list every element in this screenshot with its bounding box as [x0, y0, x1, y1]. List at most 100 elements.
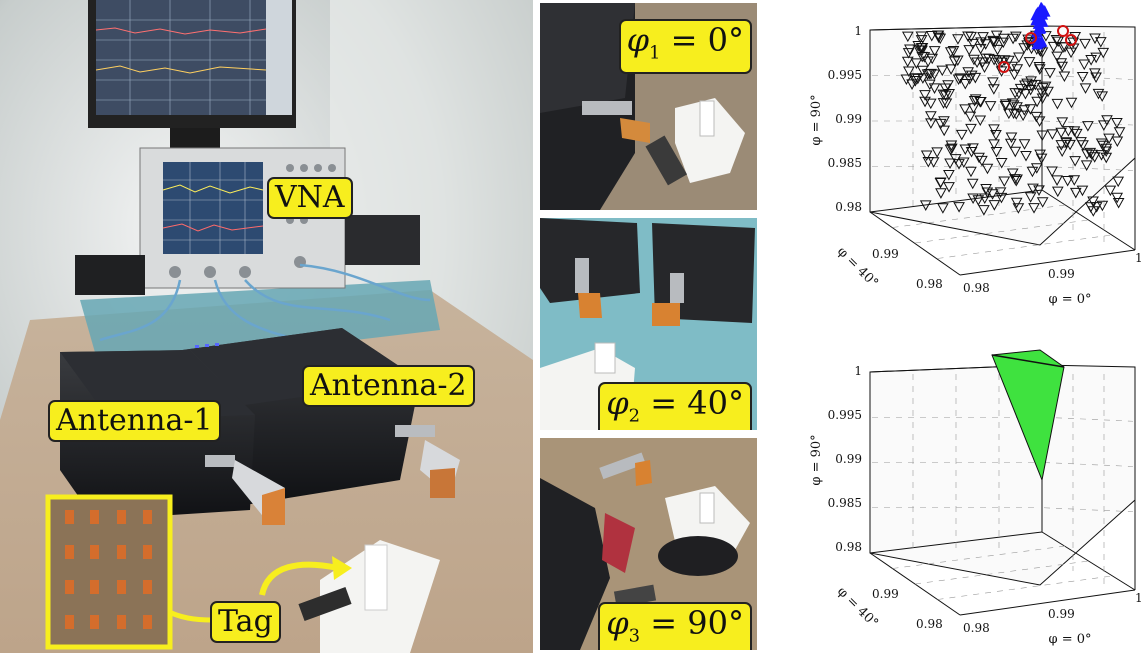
scatter-triangle-marker — [1113, 127, 1126, 138]
phi2-label: φ2 = 40° — [598, 382, 752, 430]
scatter-triangle-marker — [1070, 128, 1083, 140]
scatter-triangle-marker — [1018, 105, 1031, 116]
scatter-triangle-marker — [939, 90, 952, 102]
scatter-triangle-marker — [1069, 156, 1081, 167]
scatter-triangle-marker — [926, 53, 939, 65]
scatter-triangle-marker — [1037, 83, 1049, 94]
scatter-triangle-marker — [937, 89, 950, 101]
scatter-triangle-marker — [923, 79, 936, 91]
scatter-triangle-marker — [987, 77, 999, 88]
scatter-triangle-marker — [1040, 31, 1052, 42]
scatter-triangle-marker — [1004, 138, 1017, 150]
plot2-y-tick: 0.99 — [872, 587, 899, 601]
plot1-y-tick: 0.99 — [872, 247, 899, 261]
scatter-triangle-marker — [988, 200, 1001, 211]
scatter-triangle-marker — [1076, 72, 1089, 83]
antenna-2-label: Antenna-2 — [302, 365, 475, 407]
scatter-triangle-marker — [1055, 127, 1068, 139]
scatter-triangle-marker — [934, 178, 947, 189]
scatter-triangle-marker — [1007, 33, 1019, 45]
scatter-triangle-marker — [1036, 197, 1049, 208]
scatter-triangle-marker — [1011, 174, 1023, 186]
scatter-triangle-marker — [995, 157, 1008, 169]
scatter-triangle-marker — [1058, 71, 1071, 83]
scatter-triangle-marker — [922, 56, 934, 68]
scatter-triangle-marker — [1090, 52, 1102, 64]
scatter-triangle-marker — [1111, 117, 1123, 129]
scatter-triangle-marker — [945, 140, 958, 152]
scatter-triangle-marker — [1006, 168, 1019, 179]
scatter-triangle-marker — [936, 65, 949, 77]
scatter-triangle-marker — [1069, 31, 1082, 43]
scatter-triangle-marker — [1079, 83, 1092, 94]
scatter-triangle-marker — [1096, 200, 1109, 212]
scatter-triangle-marker — [912, 41, 925, 52]
scatter-triangle-marker — [1086, 149, 1098, 161]
plot2-z-tick: 1 — [854, 364, 862, 378]
scatter-triangle-marker — [1068, 175, 1081, 186]
scatter-triangle-marker — [965, 147, 978, 158]
scatter-triangle-marker — [1030, 163, 1043, 174]
scatter-triangle-marker — [1111, 136, 1124, 148]
scatter-triangle-marker — [959, 104, 971, 115]
orientation-photo-2: φ2 = 40° — [540, 218, 757, 430]
scatter-triangle-marker — [990, 147, 1003, 158]
scatter-triangle-marker — [971, 57, 983, 69]
tag-arrow — [259, 561, 339, 596]
plot2-x-tick: 0.98 — [963, 621, 990, 635]
scatter-triangle-marker — [931, 147, 943, 158]
vna-label: VNA — [267, 177, 353, 219]
scatter-triangle-marker — [934, 118, 947, 130]
scatter-red-circle-marker — [998, 61, 1010, 73]
scatter-triangle-marker — [1039, 81, 1052, 93]
scatter-triangle-marker — [1100, 146, 1113, 157]
scatter-triangle-marker — [925, 118, 937, 129]
scatter-triangle-marker — [1082, 121, 1094, 132]
scatter-triangle-marker — [967, 143, 979, 154]
scatter-triangle-marker — [945, 64, 957, 75]
scatter-triangle-marker — [1051, 186, 1064, 198]
scatter-triangle-marker — [1017, 110, 1029, 122]
scatter-triangle-marker — [1069, 187, 1082, 199]
plot2-z-tick: 0.995 — [828, 408, 862, 422]
scatter-triangle-marker — [995, 192, 1008, 204]
scatter-red-circle-marker — [1057, 25, 1069, 37]
scatter-triangle-marker — [964, 111, 977, 123]
scatter-triangle-marker — [1020, 151, 1032, 162]
scatter-triangle-marker — [1056, 146, 1069, 157]
scatter-triangle-marker — [994, 187, 1007, 198]
scatter-red-circle-marker — [1025, 32, 1037, 44]
scatter-triangle-marker — [1087, 196, 1099, 208]
scatter-triangle-marker — [925, 68, 937, 80]
scatter-triangle-marker — [1092, 88, 1105, 100]
scatter-triangle-marker — [901, 56, 914, 68]
scatter-triangle-marker — [973, 152, 985, 164]
scatter-triangle-marker — [1008, 69, 1021, 81]
scatter-triangle-marker — [1094, 37, 1107, 48]
scatter-triangle-marker — [1055, 58, 1068, 69]
scatter-triangle-marker — [928, 83, 941, 94]
scatter-triangle-marker — [962, 67, 975, 78]
scatter-triangle-marker — [967, 193, 979, 205]
scatter-triangle-marker — [953, 202, 965, 213]
scatter-triangle-marker — [1023, 57, 1036, 68]
scatter-triangle-marker — [920, 150, 933, 162]
scatter-triangle-marker — [984, 101, 997, 112]
scatter-triangle-marker — [1097, 47, 1110, 59]
scatter-triangle-marker — [1046, 166, 1058, 177]
scatter-triangle-marker — [978, 205, 990, 216]
plot1-x-tick: 1 — [1135, 251, 1141, 265]
scatter-triangle-marker — [901, 31, 914, 43]
scatter-triangle-marker — [1042, 86, 1054, 98]
scatter-triangle-marker — [1051, 51, 1063, 63]
plot1-z-tick: 0.98 — [835, 200, 862, 214]
scatter-blue-marker — [1032, 17, 1045, 29]
scatter-triangle-marker — [990, 30, 1003, 42]
scatter-triangle-marker — [910, 58, 923, 69]
scatter-triangle-marker — [902, 48, 915, 59]
scatter-triangle-marker — [1097, 120, 1110, 131]
scatter-triangle-marker — [928, 46, 941, 57]
scatter-triangle-marker — [924, 98, 937, 110]
scatter-triangle-marker — [1009, 146, 1022, 158]
plot2-x-tick: 0.99 — [1048, 607, 1075, 621]
